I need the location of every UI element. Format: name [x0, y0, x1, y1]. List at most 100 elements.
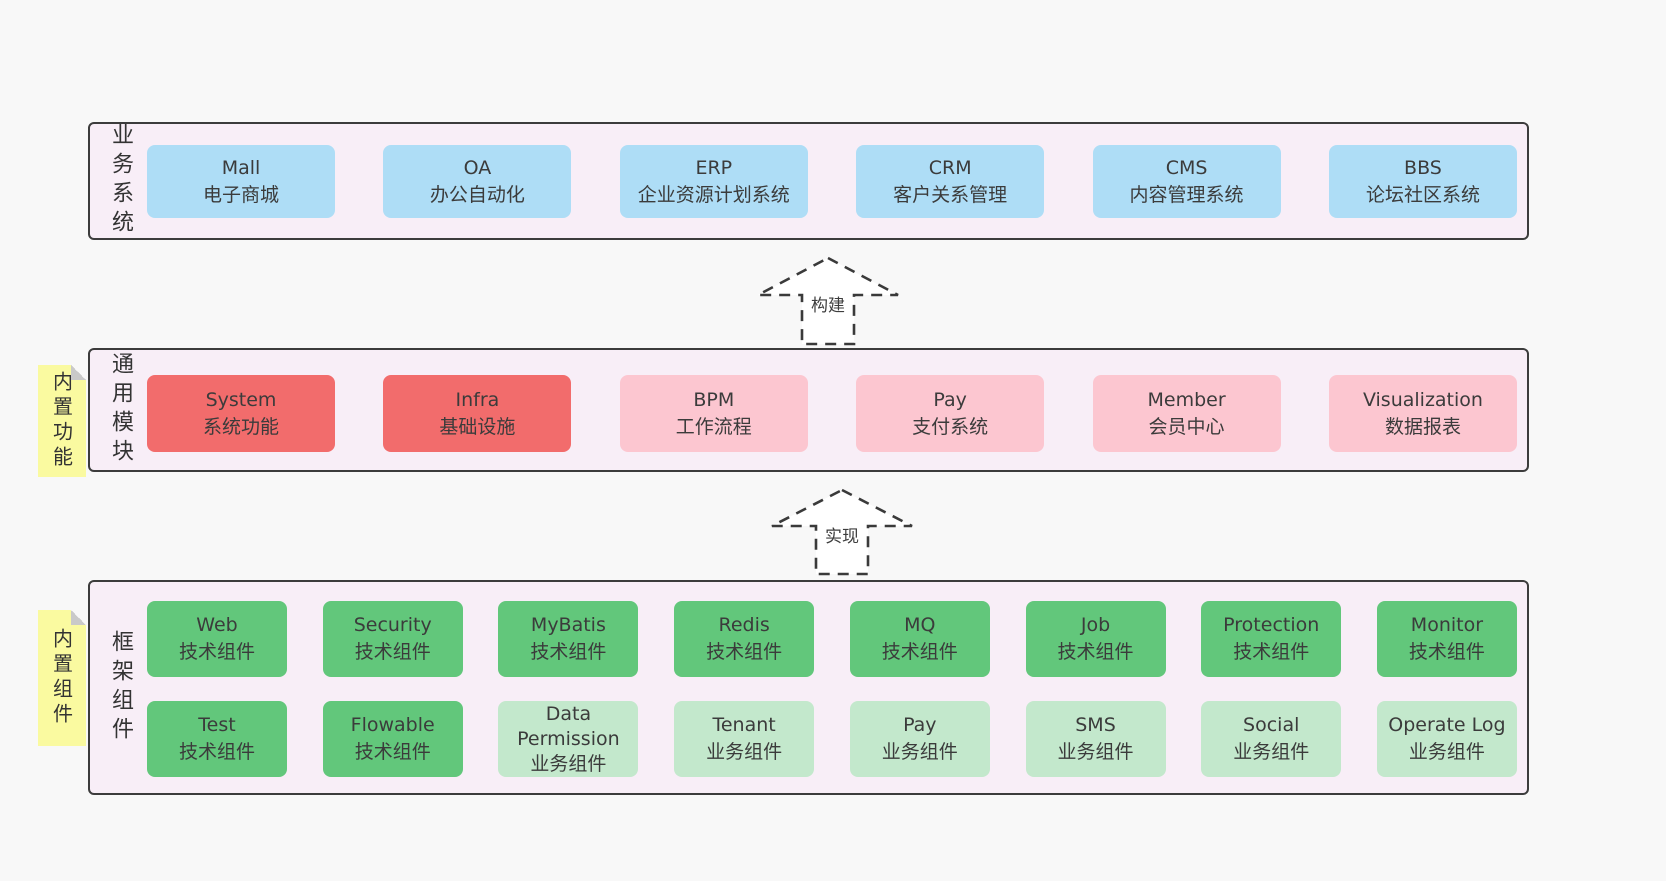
box-title: Visualization [1362, 388, 1483, 411]
box-subtitle: 技术组件 [178, 741, 255, 763]
box-title: MyBatis [530, 614, 606, 636]
framework-components-panel: 框架组件 Web 技术组件 Security 技术组件 MyBatis 技术组件… [88, 580, 1529, 795]
box-title: Member [1147, 388, 1226, 411]
box-title: CMS [1165, 156, 1208, 179]
box-subtitle: 论坛社区系统 [1365, 183, 1480, 206]
implement-arrow: 实现 [766, 487, 918, 577]
box-tenant: Tenant 业务组件 [674, 701, 815, 777]
box-title: CRM [928, 156, 972, 179]
framework-components-row-1: Web 技术组件 Security 技术组件 MyBatis 技术组件 Redi… [147, 601, 1517, 677]
box-title: Operate Log [1388, 714, 1506, 736]
box-subtitle: 技术组件 [706, 641, 783, 663]
box-member: Member 会员中心 [1092, 375, 1281, 452]
box-sms: SMS 业务组件 [1025, 701, 1166, 777]
box-subtitle: 技术组件 [530, 641, 607, 663]
box-title: Test [198, 714, 236, 736]
box-title: Flowable [350, 714, 435, 736]
box-title: System [205, 388, 277, 411]
box-title: Data Permission [517, 702, 620, 750]
common-modules-panel: 通用模块 System 系统功能 Infra 基础设施 BPM 工作流程 Pay… [88, 348, 1529, 472]
box-title: MQ [904, 614, 936, 636]
box-subtitle: 技术组件 [354, 741, 431, 763]
box-subtitle: 技术组件 [354, 641, 431, 663]
box-pay-component: Pay 业务组件 [849, 701, 990, 777]
box-title: Tenant [712, 714, 776, 736]
box-subtitle: 业务组件 [1408, 741, 1485, 763]
box-title: SMS [1075, 714, 1116, 736]
builtin-features-note-label: 内置功能 [49, 371, 74, 471]
box-subtitle: 支付系统 [912, 415, 989, 438]
panel-label-business-systems: 业务系统 [108, 123, 133, 239]
box-subtitle: 技术组件 [881, 641, 958, 663]
box-title: Web [196, 614, 238, 636]
box-crm: CRM 客户关系管理 [856, 145, 1045, 218]
box-subtitle: 业务组件 [1057, 741, 1134, 763]
box-subtitle: 办公自动化 [429, 183, 525, 206]
box-subtitle: 技术组件 [1057, 641, 1134, 663]
box-subtitle: 业务组件 [881, 741, 958, 763]
box-system: System 系统功能 [147, 375, 335, 452]
box-protection: Protection 技术组件 [1201, 601, 1342, 677]
implement-arrow-shape [771, 488, 913, 576]
box-test: Test 技术组件 [147, 701, 287, 777]
box-job: Job 技术组件 [1025, 601, 1166, 677]
box-title: Protection [1223, 614, 1320, 636]
box-title: ERP [695, 156, 733, 179]
box-pay: Pay 支付系统 [856, 375, 1045, 452]
box-infra: Infra 基础设施 [383, 375, 572, 452]
box-subtitle: 企业资源计划系统 [637, 183, 790, 206]
box-security: Security 技术组件 [322, 601, 463, 677]
box-subtitle: 数据报表 [1384, 415, 1461, 438]
builtin-components-note: 内置组件 [38, 610, 86, 746]
box-subtitle: 业务组件 [530, 752, 607, 775]
box-subtitle: 技术组件 [1233, 641, 1310, 663]
box-subtitle: 基础设施 [439, 415, 516, 438]
box-operate-log: Operate Log 业务组件 [1376, 701, 1517, 777]
box-flowable: Flowable 技术组件 [322, 701, 463, 777]
builtin-features-note: 内置功能 [38, 365, 86, 477]
box-title: OA [463, 156, 492, 179]
box-monitor: Monitor 技术组件 [1376, 601, 1517, 677]
box-title: Redis [718, 614, 770, 636]
box-subtitle: 技术组件 [178, 641, 255, 663]
box-title: Mall [221, 156, 261, 179]
box-oa: OA 办公自动化 [383, 145, 572, 218]
implement-arrow-label: 实现 [825, 527, 859, 547]
common-modules-row: System 系统功能 Infra 基础设施 BPM 工作流程 Pay 支付系统… [147, 375, 1517, 452]
box-subtitle: 内容管理系统 [1129, 183, 1244, 206]
box-subtitle: 客户关系管理 [893, 183, 1008, 206]
box-visualization: Visualization 数据报表 [1328, 375, 1517, 452]
box-cms: CMS 内容管理系统 [1092, 145, 1281, 218]
panel-label-common-modules: 通用模块 [108, 352, 133, 468]
box-subtitle: 工作流程 [675, 415, 752, 438]
box-mall: Mall 电子商城 [147, 145, 335, 218]
box-title: Security [353, 614, 432, 636]
box-web: Web 技术组件 [147, 601, 287, 677]
box-title: BBS [1404, 156, 1442, 179]
box-social: Social 业务组件 [1201, 701, 1342, 777]
box-subtitle: 技术组件 [1408, 641, 1485, 663]
box-title: BPM [693, 388, 735, 411]
box-subtitle: 会员中心 [1148, 415, 1225, 438]
business-systems-row: Mall 电子商城 OA 办公自动化 ERP 企业资源计划系统 CRM 客户关系… [147, 145, 1517, 218]
framework-components-row-2: Test 技术组件 Flowable 技术组件 Data Permission … [147, 701, 1517, 777]
box-bpm: BPM 工作流程 [619, 375, 808, 452]
box-mq: MQ 技术组件 [849, 601, 990, 677]
box-redis: Redis 技术组件 [674, 601, 815, 677]
build-arrow-shape [757, 256, 899, 346]
box-title: Pay [933, 388, 967, 411]
box-data-permission: Data Permission 业务组件 [498, 701, 639, 777]
box-title: Pay [903, 714, 937, 736]
build-arrow: 构建 [752, 255, 904, 347]
box-subtitle: 业务组件 [706, 741, 783, 763]
box-title: Social [1243, 714, 1300, 736]
box-subtitle: 业务组件 [1233, 741, 1310, 763]
box-title: Monitor [1410, 614, 1484, 636]
box-bbs: BBS 论坛社区系统 [1328, 145, 1517, 218]
panel-label-framework-components: 框架组件 [108, 629, 133, 746]
box-title: Job [1080, 614, 1111, 636]
box-erp: ERP 企业资源计划系统 [619, 145, 808, 218]
builtin-components-note-label: 内置组件 [49, 628, 74, 728]
box-subtitle: 系统功能 [202, 415, 279, 438]
business-systems-panel: 业务系统 Mall 电子商城 OA 办公自动化 ERP 企业资源计划系统 CRM… [88, 122, 1529, 240]
